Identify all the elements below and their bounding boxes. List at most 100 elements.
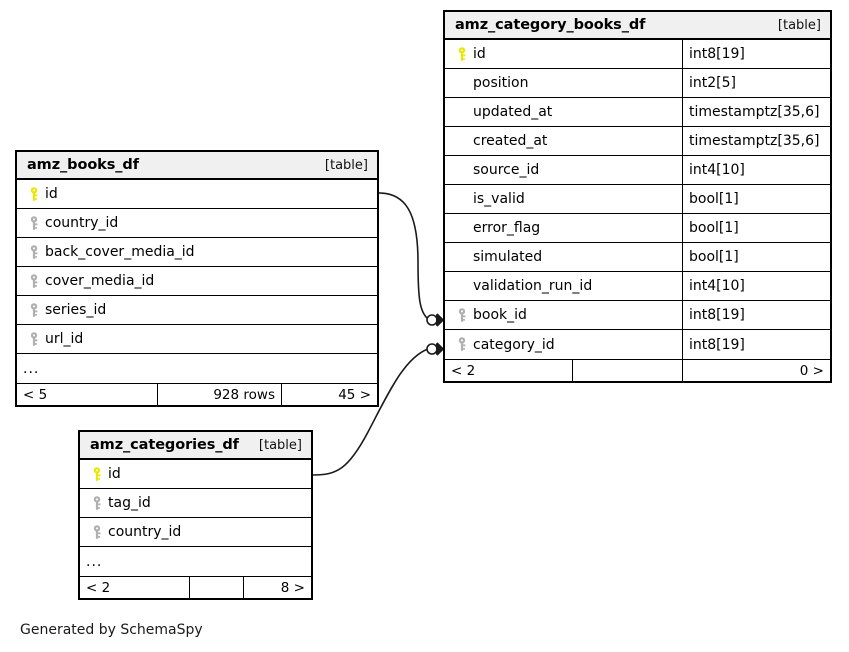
table-row[interactable]: back_cover_media_id [17,238,377,267]
column-name: position [473,75,529,91]
ellipsis-label: ... [17,354,377,383]
table-tag: [table] [324,157,368,173]
key-icon [88,524,108,540]
column-name: error_flag [473,220,541,236]
column-name: cover_media_id [45,273,155,289]
column-name: country_id [45,215,119,231]
table-row[interactable]: simulated bool[1] [445,243,830,272]
ellipsis-text: ... [23,361,40,377]
column-name-cell: cover_media_id [17,267,377,295]
table-row[interactable]: country_id [80,518,311,547]
table-row[interactable]: country_id [17,209,377,238]
footer-left[interactable]: < 2 [86,579,111,596]
table-tag: [table] [258,437,302,453]
table-row[interactable]: book_id int8[19] [445,301,830,330]
table-footer: < 2 0 > [445,359,830,381]
key-icon [88,466,108,482]
table-row[interactable]: tag_id [80,489,311,518]
table-row[interactable]: cover_media_id [17,267,377,296]
column-type: timestamptz[35,6] [682,127,830,155]
column-name: id [473,46,486,62]
column-name: updated_at [473,104,553,120]
column-name-cell: id [17,180,377,208]
column-name-cell: updated_at [445,98,682,126]
footer-middle [572,360,682,381]
key-icon [25,186,45,202]
table-row[interactable]: created_at timestamptz[35,6] [445,127,830,156]
footer-right[interactable]: 8 > [243,577,311,598]
more-columns-row[interactable]: ... [80,547,311,576]
table-row[interactable]: series_id [17,296,377,325]
table-amz-category-books-df[interactable]: amz_category_books_df [table] id int8[19]… [443,10,832,383]
table-title: amz_category_books_df [455,17,646,33]
column-name-cell: is_valid [445,185,682,213]
more-columns-row[interactable]: ... [17,354,377,383]
key-icon [25,273,45,289]
column-name-cell: tag_id [80,489,311,517]
key-icon [88,495,108,511]
table-row[interactable]: position int2[5] [445,69,830,98]
footer-middle [189,577,243,598]
table-row[interactable]: id [17,180,377,209]
footer-left[interactable]: < 5 [23,386,48,403]
column-name-cell: error_flag [445,214,682,242]
table-tag: [table] [777,17,821,33]
zero-or-more-marker [426,343,438,355]
column-type: int8[19] [682,40,830,68]
column-name: source_id [473,162,540,178]
key-icon [25,215,45,231]
column-type: int4[10] [682,272,830,300]
column-name-cell: series_id [17,296,377,324]
column-type: int2[5] [682,69,830,97]
column-name: url_id [45,331,84,347]
column-name-cell: country_id [80,518,311,546]
table-header: amz_category_books_df [table] [445,12,830,40]
column-name: country_id [108,524,182,540]
ellipsis-label: ... [80,547,311,576]
column-type: int4[10] [682,156,830,184]
relationship-books-to-category-books [378,192,444,327]
table-row[interactable]: id int8[19] [445,40,830,69]
footer-right[interactable]: 0 > [682,360,830,381]
column-name: book_id [473,307,527,323]
column-name: series_id [45,302,107,318]
table-row[interactable]: url_id [17,325,377,354]
table-row[interactable]: updated_at timestamptz[35,6] [445,98,830,127]
column-name: id [45,186,58,202]
footer-right[interactable]: 45 > [281,384,377,405]
column-type: int8[19] [682,301,830,329]
column-name: simulated [473,249,543,265]
column-name-cell: id [445,40,682,68]
key-icon [453,307,473,323]
column-name-cell: source_id [445,156,682,184]
column-type: timestamptz[35,6] [682,98,830,126]
table-columns: id country_id back_cover_media_id cover_med… [17,180,377,383]
column-name-cell: back_cover_media_id [17,238,377,266]
column-name-cell: country_id [17,209,377,237]
table-columns: id tag_id country_id... [80,460,311,576]
column-type: bool[1] [682,243,830,271]
column-name: created_at [473,133,548,149]
key-icon [25,331,45,347]
column-type: int8[19] [682,330,830,359]
footer-left[interactable]: < 2 [451,362,476,379]
column-name-cell: created_at [445,127,682,155]
column-type: bool[1] [682,185,830,213]
column-name: tag_id [108,495,151,511]
table-row[interactable]: source_id int4[10] [445,156,830,185]
column-name-cell: category_id [445,330,682,359]
table-footer: < 5 928 rows 45 > [17,383,377,405]
table-row[interactable]: id [80,460,311,489]
key-icon [25,244,45,260]
key-icon [453,46,473,62]
column-name-cell: simulated [445,243,682,271]
column-name-cell: url_id [17,325,377,353]
